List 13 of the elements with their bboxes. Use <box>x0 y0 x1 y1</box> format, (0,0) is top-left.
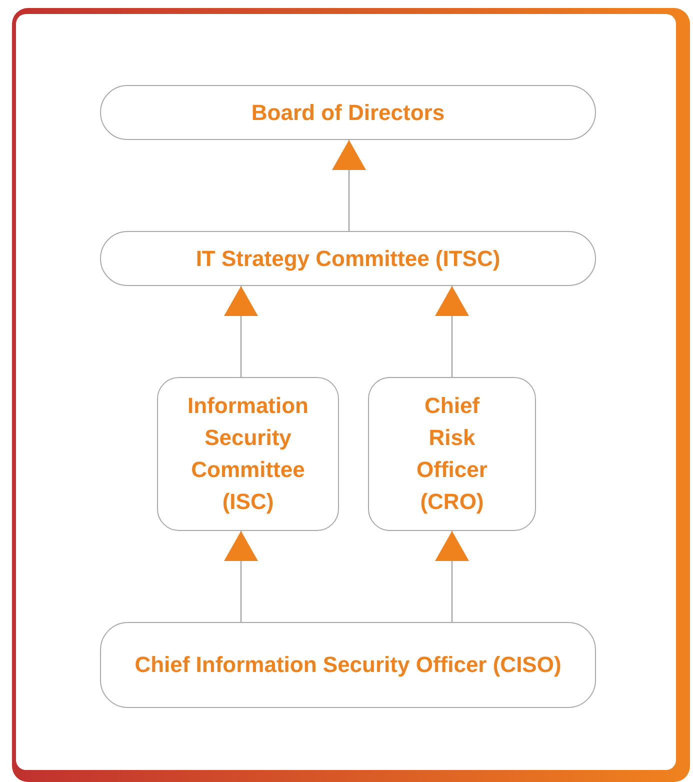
arrow <box>224 531 258 622</box>
rounded-box <box>157 377 339 531</box>
arrow <box>435 531 469 622</box>
arrow <box>224 286 258 377</box>
rounded-box <box>368 377 536 531</box>
box-label: IT Strategy Committee (ITSC) <box>196 244 500 273</box>
box-label: Information Security Committee (ISC) <box>186 392 310 516</box>
arrow <box>435 286 469 377</box>
box-label: Chief Risk Officer (CRO) <box>416 392 488 516</box>
box-label: Board of Directors <box>251 98 445 126</box>
rounded-box <box>100 622 596 708</box>
arrow <box>332 140 366 231</box>
box-label: Chief Information Security Officer (CISO) <box>134 651 562 679</box>
